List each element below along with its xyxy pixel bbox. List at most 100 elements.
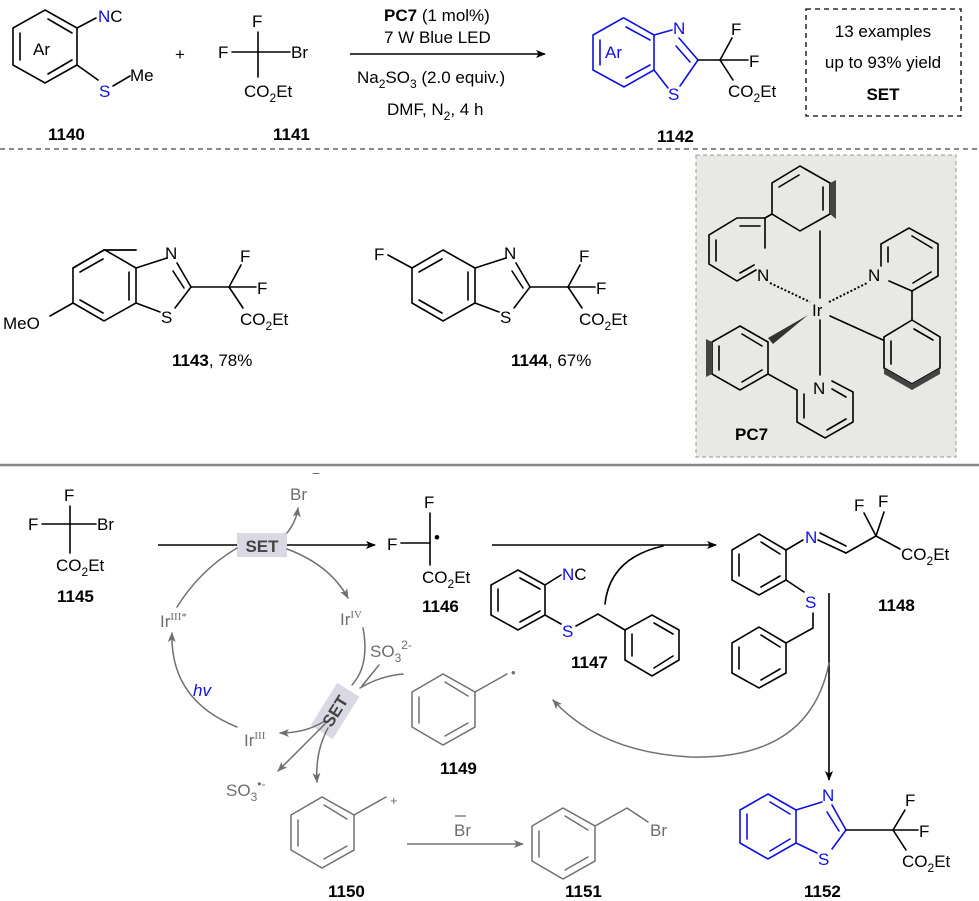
nc-bond: [76, 17, 97, 29]
s-ring-bond: [653, 69, 669, 89]
phenyl-double-bonds: [738, 634, 781, 681]
methoxy-label: MeO: [3, 314, 40, 333]
compound-1144: F N S F F CO2Et 1144, 67%: [374, 244, 628, 370]
bromide-charge: −: [312, 465, 320, 481]
compound-id-1146: 1146: [422, 597, 459, 616]
solvent-conditions: DMF, N2, 4 h: [387, 100, 483, 123]
ir-n-hashed-bond-right: [828, 282, 868, 303]
c-f-bond: [387, 254, 413, 269]
nitrogen-label-2: N: [868, 266, 880, 285]
nitrogen-label: N: [673, 19, 685, 38]
benzo-ring: [592, 17, 655, 88]
c-s-bond: [174, 286, 192, 309]
f2-label: F: [878, 492, 888, 511]
c-n-bond: [785, 539, 804, 551]
summary-box-border: [805, 8, 962, 117]
benzyl-bond: [353, 796, 387, 816]
benzo-ring-left: [72, 249, 137, 322]
ir3-excited-label: IrIII*: [160, 611, 187, 631]
c-f1-bond: [567, 264, 581, 288]
f1-label: F: [854, 496, 864, 515]
benzo-double-bonds: [746, 801, 791, 852]
ring-s-bond: [135, 302, 161, 313]
examples-count: 13 examples: [835, 22, 931, 41]
ir4-label: IrIV: [340, 609, 362, 629]
phenyl-double-bonds: [778, 174, 824, 211]
set-box-top: [237, 533, 287, 557]
f2-label: F: [257, 279, 267, 298]
compound-1148: N F F CO2Et S 1148: [731, 492, 950, 689]
nitrogen-label: N: [805, 528, 817, 547]
phenyl-ring: [731, 626, 787, 689]
compound-1142: Ar N S F F CO2Et 1142: [592, 17, 777, 146]
c-ester-bond: [567, 286, 583, 309]
compound-id-1150: 1150: [328, 882, 365, 901]
arrow-to-sulfite-radical: [277, 723, 326, 772]
fluoro-label: F: [374, 245, 384, 264]
sulfur-label: S: [805, 593, 816, 612]
ir-c-bond-right: [829, 315, 884, 341]
compound-id-1141: 1141: [273, 125, 310, 144]
nitrogen-label-1: N: [757, 266, 769, 285]
ring-double-bonds: [497, 577, 541, 623]
methyl-label: Me: [130, 66, 154, 85]
c-n-bond: [653, 29, 673, 36]
compound-1151: Br 1151: [531, 807, 667, 901]
s-bond: [544, 614, 562, 625]
ester-label: CO2Et: [244, 82, 293, 105]
compound-1143: N S F F CO2Et MeO 1143, 78%: [3, 244, 289, 370]
compound-1152: N S F F CO2Et 1152: [739, 786, 951, 901]
compound-1147: NC S 1147: [490, 565, 680, 677]
ring-double-bonds: [19, 18, 73, 75]
example-caption-1143: 1143, 78%: [172, 351, 252, 370]
hv-label: hv: [193, 681, 212, 700]
sulfite-label: SO32-: [370, 638, 412, 665]
compound-id-1142: 1142: [657, 127, 694, 146]
set-label-top: SET: [245, 537, 279, 556]
isocyanide-label: NC: [98, 7, 123, 26]
benzyl-bond: [575, 613, 626, 631]
benzyl-bond: [785, 612, 814, 644]
pc7-background: [695, 154, 957, 458]
f2-label: F: [749, 52, 759, 71]
nitrogen-label: N: [822, 786, 834, 805]
c-cf2-bond: [845, 535, 877, 554]
pyridine-double-bonds: [715, 225, 761, 274]
c-f1-bond: [863, 512, 877, 537]
ester-label: CO2Et: [240, 310, 289, 333]
f-left: F: [28, 515, 38, 534]
c-f2-bond: [875, 511, 885, 537]
iridium-cycle: IrIV IrIII* SO32- SET IrIII hv SO3•-: [160, 547, 412, 804]
f1-label: F: [905, 791, 915, 810]
nitrogen-label: N: [165, 244, 177, 263]
phenyl-double-bonds: [538, 815, 589, 871]
c-ester-bond: [228, 286, 244, 309]
phenyl-double-bonds: [631, 622, 674, 669]
sulfur-label: S: [818, 850, 829, 869]
compound-1146: F F • CO2Et 1146: [387, 493, 471, 616]
photoexcitation-arc: [167, 632, 238, 728]
me-bond: [112, 75, 131, 87]
cycle-arc-set-to-ir4: [286, 548, 349, 599]
sulfur-label: S: [99, 82, 110, 101]
c-n-bond: [474, 257, 507, 269]
br-label: Br: [97, 515, 114, 534]
ring-edge: [72, 249, 105, 269]
sulfur-label: S: [500, 308, 511, 327]
catalyst-line: PC7 (1 mol%): [384, 6, 490, 25]
nitrogen-label: N: [504, 244, 516, 263]
photocatalyst-panel: N Ir N N PC7: [695, 154, 957, 458]
c-ester-bond: [719, 59, 734, 81]
pyridine-ring-bottom: [796, 380, 854, 439]
phenyl-ring: [624, 614, 680, 677]
compound-id-1140: 1140: [48, 125, 85, 144]
radical-dot: •: [511, 665, 516, 680]
compound-id-1149: 1149: [440, 759, 477, 778]
ir3-label: IrIII: [244, 730, 266, 750]
ar-label: Ar: [33, 40, 50, 59]
phenyl-lower-double-bonds: [718, 333, 763, 383]
compound-1141: F F Br CO2Et 1141: [218, 12, 310, 144]
c-s-bond: [513, 286, 531, 309]
ch2-br-bond: [594, 807, 649, 827]
